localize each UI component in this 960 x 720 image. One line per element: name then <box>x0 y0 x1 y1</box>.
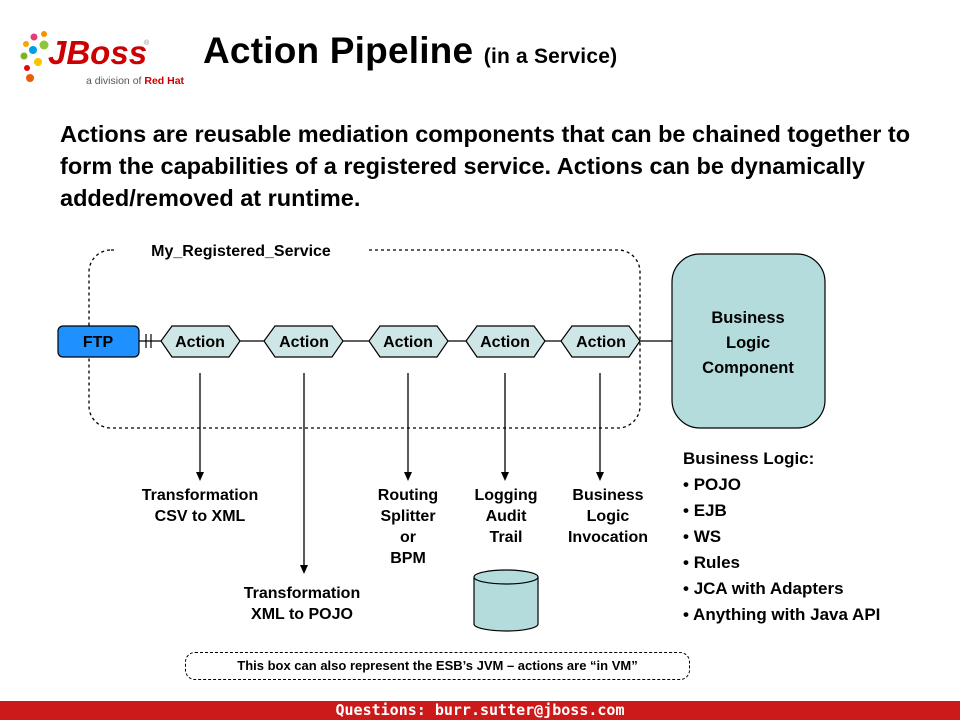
target-business-invocation: Business Logic Invocation <box>567 487 648 546</box>
service-label: My_Registered_Service <box>151 243 331 260</box>
action-label: Action <box>175 334 225 351</box>
database-cylinder <box>473 569 539 632</box>
title-sub: (in a Service) <box>483 45 618 68</box>
target-routing: Routing Splitter or BPM <box>377 487 439 567</box>
action-5: Action <box>560 325 641 358</box>
list-item: Rules <box>683 550 880 576</box>
footer-bar: Questions: burr.sutter@jboss.com <box>0 701 960 720</box>
intro-text: Actions are reusable mediation component… <box>60 121 911 211</box>
business-logic-list: Business Logic: POJO EJB WS Rules JCA wi… <box>683 446 880 628</box>
list-item: EJB <box>683 498 880 524</box>
ftp-label: FTP <box>83 334 114 351</box>
list-item: JCA with Adapters <box>683 576 880 602</box>
action-label: Action <box>576 334 626 351</box>
service-label-bg <box>116 240 366 260</box>
list-item: POJO <box>683 472 880 498</box>
component-label-line3: Component <box>702 359 794 377</box>
logo-tagline: a division of Red Hat <box>86 75 185 87</box>
ftp-box <box>57 325 140 358</box>
jvm-note: This box can also represent the ESB’s JV… <box>185 652 690 680</box>
component-label-line1: Business <box>711 309 784 327</box>
action-1: Action <box>160 325 241 358</box>
target-transform-csv: Transformation CSV to XML <box>141 487 259 525</box>
action-label: Action <box>480 334 530 351</box>
target-logging: Logging Audit Trail <box>474 487 538 546</box>
page-title: Action Pipeline (in a Service) <box>203 30 617 72</box>
logo-wordmark: JBoss <box>48 34 147 71</box>
target-transform-pojo: Transformation XML to POJO <box>243 585 361 623</box>
list-item: Anything with Java API <box>683 602 880 628</box>
list-item: WS <box>683 524 880 550</box>
action-2: Action <box>263 325 344 358</box>
business-logic-component <box>671 253 826 429</box>
action-label: Action <box>383 334 433 351</box>
action-4: Action <box>465 325 546 358</box>
component-label-line2: Logic <box>726 334 770 352</box>
jboss-logo: JBoss ® a division of Red Hat <box>20 31 185 87</box>
action-3: Action <box>368 325 449 358</box>
action-label: Action <box>279 334 329 351</box>
logo-trademark: ® <box>144 39 150 47</box>
business-logic-heading: Business Logic: <box>683 449 815 468</box>
title-main: Action Pipeline <box>203 30 484 71</box>
